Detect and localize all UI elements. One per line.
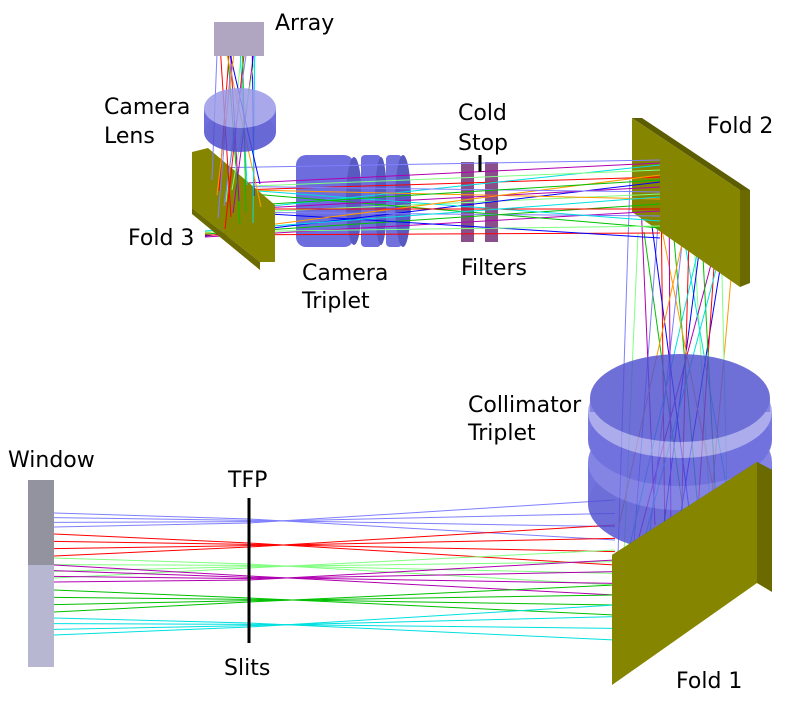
label-camera-lens-line2: Lens bbox=[104, 124, 155, 149]
ray-segment bbox=[204, 209, 661, 239]
entrance-window bbox=[28, 480, 54, 667]
ray-segment bbox=[204, 162, 661, 186]
ray-segment bbox=[248, 564, 616, 574]
ray-segment bbox=[204, 179, 661, 209]
ray-segment bbox=[53, 625, 250, 630]
ray-segment bbox=[248, 576, 616, 584]
ray-segment bbox=[248, 518, 616, 541]
fold-mirror-1 bbox=[612, 462, 772, 685]
ray-segment bbox=[248, 571, 616, 580]
ray-segment bbox=[248, 597, 616, 616]
collimator-lens-1 bbox=[590, 354, 770, 442]
ray-segment bbox=[204, 176, 661, 192]
ray-segment bbox=[248, 549, 616, 569]
fold2-edge bbox=[632, 118, 750, 190]
ray-segment bbox=[53, 545, 250, 550]
ray-segment bbox=[53, 626, 250, 636]
camera-lens bbox=[204, 88, 276, 152]
ray-segment bbox=[53, 596, 250, 600]
ray-segment bbox=[248, 537, 616, 547]
ray-segment bbox=[248, 559, 616, 581]
ray-segment bbox=[53, 521, 250, 523]
fold1-face bbox=[612, 462, 757, 685]
ray-segment bbox=[53, 517, 250, 521]
ray-segment bbox=[53, 540, 250, 545]
ray-segment bbox=[53, 566, 250, 572]
label-slits: Slits bbox=[224, 656, 270, 681]
ray-segment bbox=[53, 617, 250, 624]
fold-mirror-3 bbox=[192, 148, 275, 270]
fold3-side bbox=[192, 208, 260, 270]
label-tfp: TFP bbox=[227, 468, 267, 493]
ray-segment bbox=[248, 561, 616, 568]
ray-segment bbox=[204, 169, 661, 189]
ray-segment bbox=[248, 575, 616, 596]
ray-segment bbox=[53, 557, 250, 565]
ray-segment bbox=[248, 512, 616, 523]
label-cold-stop-line2: Stop bbox=[458, 131, 508, 156]
ray-segment bbox=[204, 196, 661, 232]
label-camera-triplet-line2: Triplet bbox=[301, 289, 370, 314]
ray-segment bbox=[53, 589, 250, 599]
ray-segment bbox=[248, 594, 616, 602]
ray-segment bbox=[53, 564, 250, 577]
fold-mirror-2 bbox=[632, 118, 750, 287]
ray-segment bbox=[53, 533, 250, 544]
ray-segment bbox=[53, 546, 250, 557]
camera-triplet-lens-1-face bbox=[346, 157, 362, 245]
label-collimator-triplet-line2: Triplet bbox=[467, 421, 536, 446]
ray-segment bbox=[248, 563, 616, 586]
window-upper-pane bbox=[28, 480, 54, 565]
ray-segment bbox=[53, 564, 250, 566]
ray-bundle-window-to-fold1 bbox=[53, 499, 616, 641]
label-cold-stop-line1: Cold bbox=[458, 101, 507, 126]
ray-segment bbox=[248, 543, 616, 553]
ray-segment bbox=[248, 622, 616, 641]
ray-bundle-fold2-to-fold3 bbox=[204, 159, 661, 239]
fold1-side bbox=[757, 462, 772, 592]
ray-segment bbox=[53, 575, 250, 580]
ray-segment bbox=[53, 601, 250, 613]
label-filters: Filters bbox=[461, 256, 527, 281]
detector-array bbox=[214, 22, 264, 56]
ray-segment bbox=[53, 570, 250, 578]
label-window: Window bbox=[8, 448, 95, 473]
label-camera-lens-line1: Camera bbox=[104, 95, 190, 120]
ray-segment bbox=[53, 522, 250, 528]
ray-segment bbox=[248, 542, 616, 566]
ray-segment bbox=[248, 584, 616, 603]
ray-segment bbox=[204, 185, 661, 193]
ray-segment bbox=[248, 598, 616, 606]
label-collimator-triplet-line1: Collimator bbox=[468, 393, 582, 418]
ray-segment bbox=[248, 604, 616, 628]
ray-segment bbox=[204, 225, 661, 233]
array-block bbox=[214, 22, 264, 56]
ray-segment bbox=[53, 623, 250, 625]
ray-segment bbox=[248, 623, 616, 629]
label-fold-2: Fold 2 bbox=[707, 114, 773, 139]
ray-segment bbox=[204, 159, 661, 169]
label-camera-triplet-line1: Camera bbox=[302, 261, 388, 286]
camera-lens-top bbox=[204, 88, 276, 128]
label-fold-3: Fold 3 bbox=[128, 226, 194, 251]
ray-segment bbox=[248, 616, 616, 627]
ray-segment bbox=[53, 579, 250, 583]
ray-segment bbox=[53, 512, 250, 520]
window-lower-pane bbox=[28, 565, 54, 667]
fold2-side bbox=[740, 190, 750, 287]
label-array: Array bbox=[275, 11, 334, 36]
label-fold-1: Fold 1 bbox=[676, 669, 742, 694]
ray-segment bbox=[248, 519, 616, 528]
ray-segment bbox=[248, 499, 616, 524]
ray-segment bbox=[248, 524, 616, 548]
ray-segment bbox=[53, 600, 250, 606]
fold3-face bbox=[192, 148, 275, 262]
